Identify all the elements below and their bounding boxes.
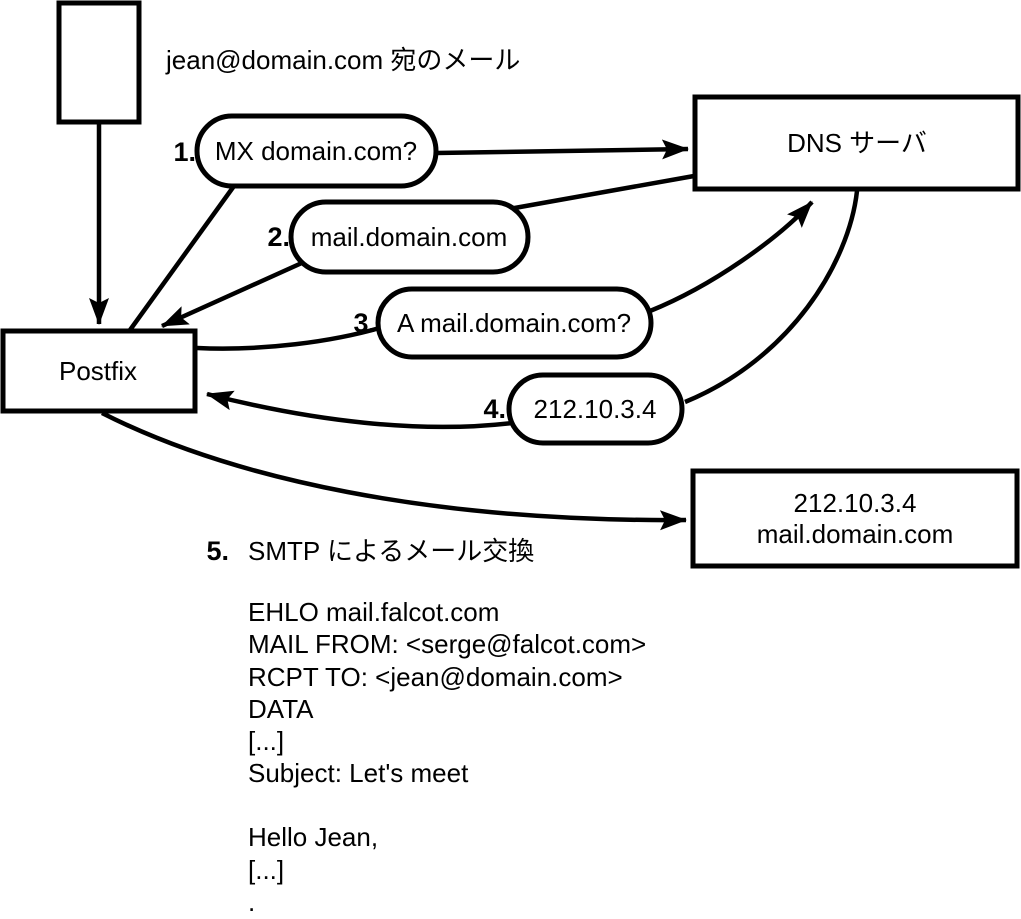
step2-bubble [288, 199, 531, 275]
line-dns-to-answer4 [684, 190, 860, 405]
smtp-session-line: [...] [248, 855, 284, 885]
smtp-session-line: [...] [248, 726, 284, 756]
dns-server-label: DNS サーバ [787, 128, 927, 158]
line-postfix-to-query1 [128, 184, 236, 332]
smtp-session-line: EHLO mail.falcot.com [248, 597, 499, 627]
postfix-box [0, 328, 198, 414]
mail-server-box [690, 468, 1020, 569]
step1-bubble [194, 113, 439, 189]
step5-label: SMTP によるメール交換 [248, 536, 534, 566]
smtp-session-line: RCPT TO: <jean@domain.com> [248, 662, 623, 692]
step1-number: 1. [173, 137, 196, 167]
step3-bubble [375, 286, 654, 360]
step4-label: 212.10.3.4 [534, 394, 657, 424]
line-postfix-to-query3 [196, 324, 384, 351]
smtp-session-transcript: EHLO mail.falcot.com MAIL FROM: <serge@f… [248, 597, 646, 917]
step2-label: mail.domain.com [311, 222, 508, 252]
dns-server-box [692, 94, 1021, 192]
smtp-session-line: . [248, 887, 255, 917]
step1-label: MX domain.com? [215, 136, 417, 166]
step4-bubble [506, 372, 685, 446]
arrow-answer4-to-postfix [206, 390, 513, 430]
arrow-query3-to-dns [649, 200, 814, 314]
smtp-session-line: Hello Jean, [248, 822, 378, 852]
mail-server-ip-label: 212.10.3.4 [794, 488, 917, 518]
step3-label: A mail.domain.com? [397, 308, 631, 338]
smtp-session-line: MAIL FROM: <serge@falcot.com> [248, 629, 646, 659]
mail-note-label: jean@domain.com 宛のメール [165, 45, 520, 75]
smtp-session-line: Subject: Let's meet [248, 758, 469, 788]
step4-number: 4. [483, 394, 506, 424]
step2-number: 2. [267, 222, 290, 252]
line-dns-to-answer2 [508, 173, 695, 212]
smtp-session-line: DATA [248, 694, 314, 724]
mail-message-icon [56, 0, 142, 125]
arrow-postfix-to-mail-server [100, 410, 687, 531]
postfix-label: Postfix [59, 356, 137, 386]
step5-number: 5. [206, 536, 229, 566]
arrow-answer2-to-postfix [161, 259, 305, 329]
mail-server-host-label: mail.domain.com [757, 519, 954, 549]
arrow-query1-to-dns [435, 139, 689, 160]
step3-number: 3. [353, 308, 376, 338]
